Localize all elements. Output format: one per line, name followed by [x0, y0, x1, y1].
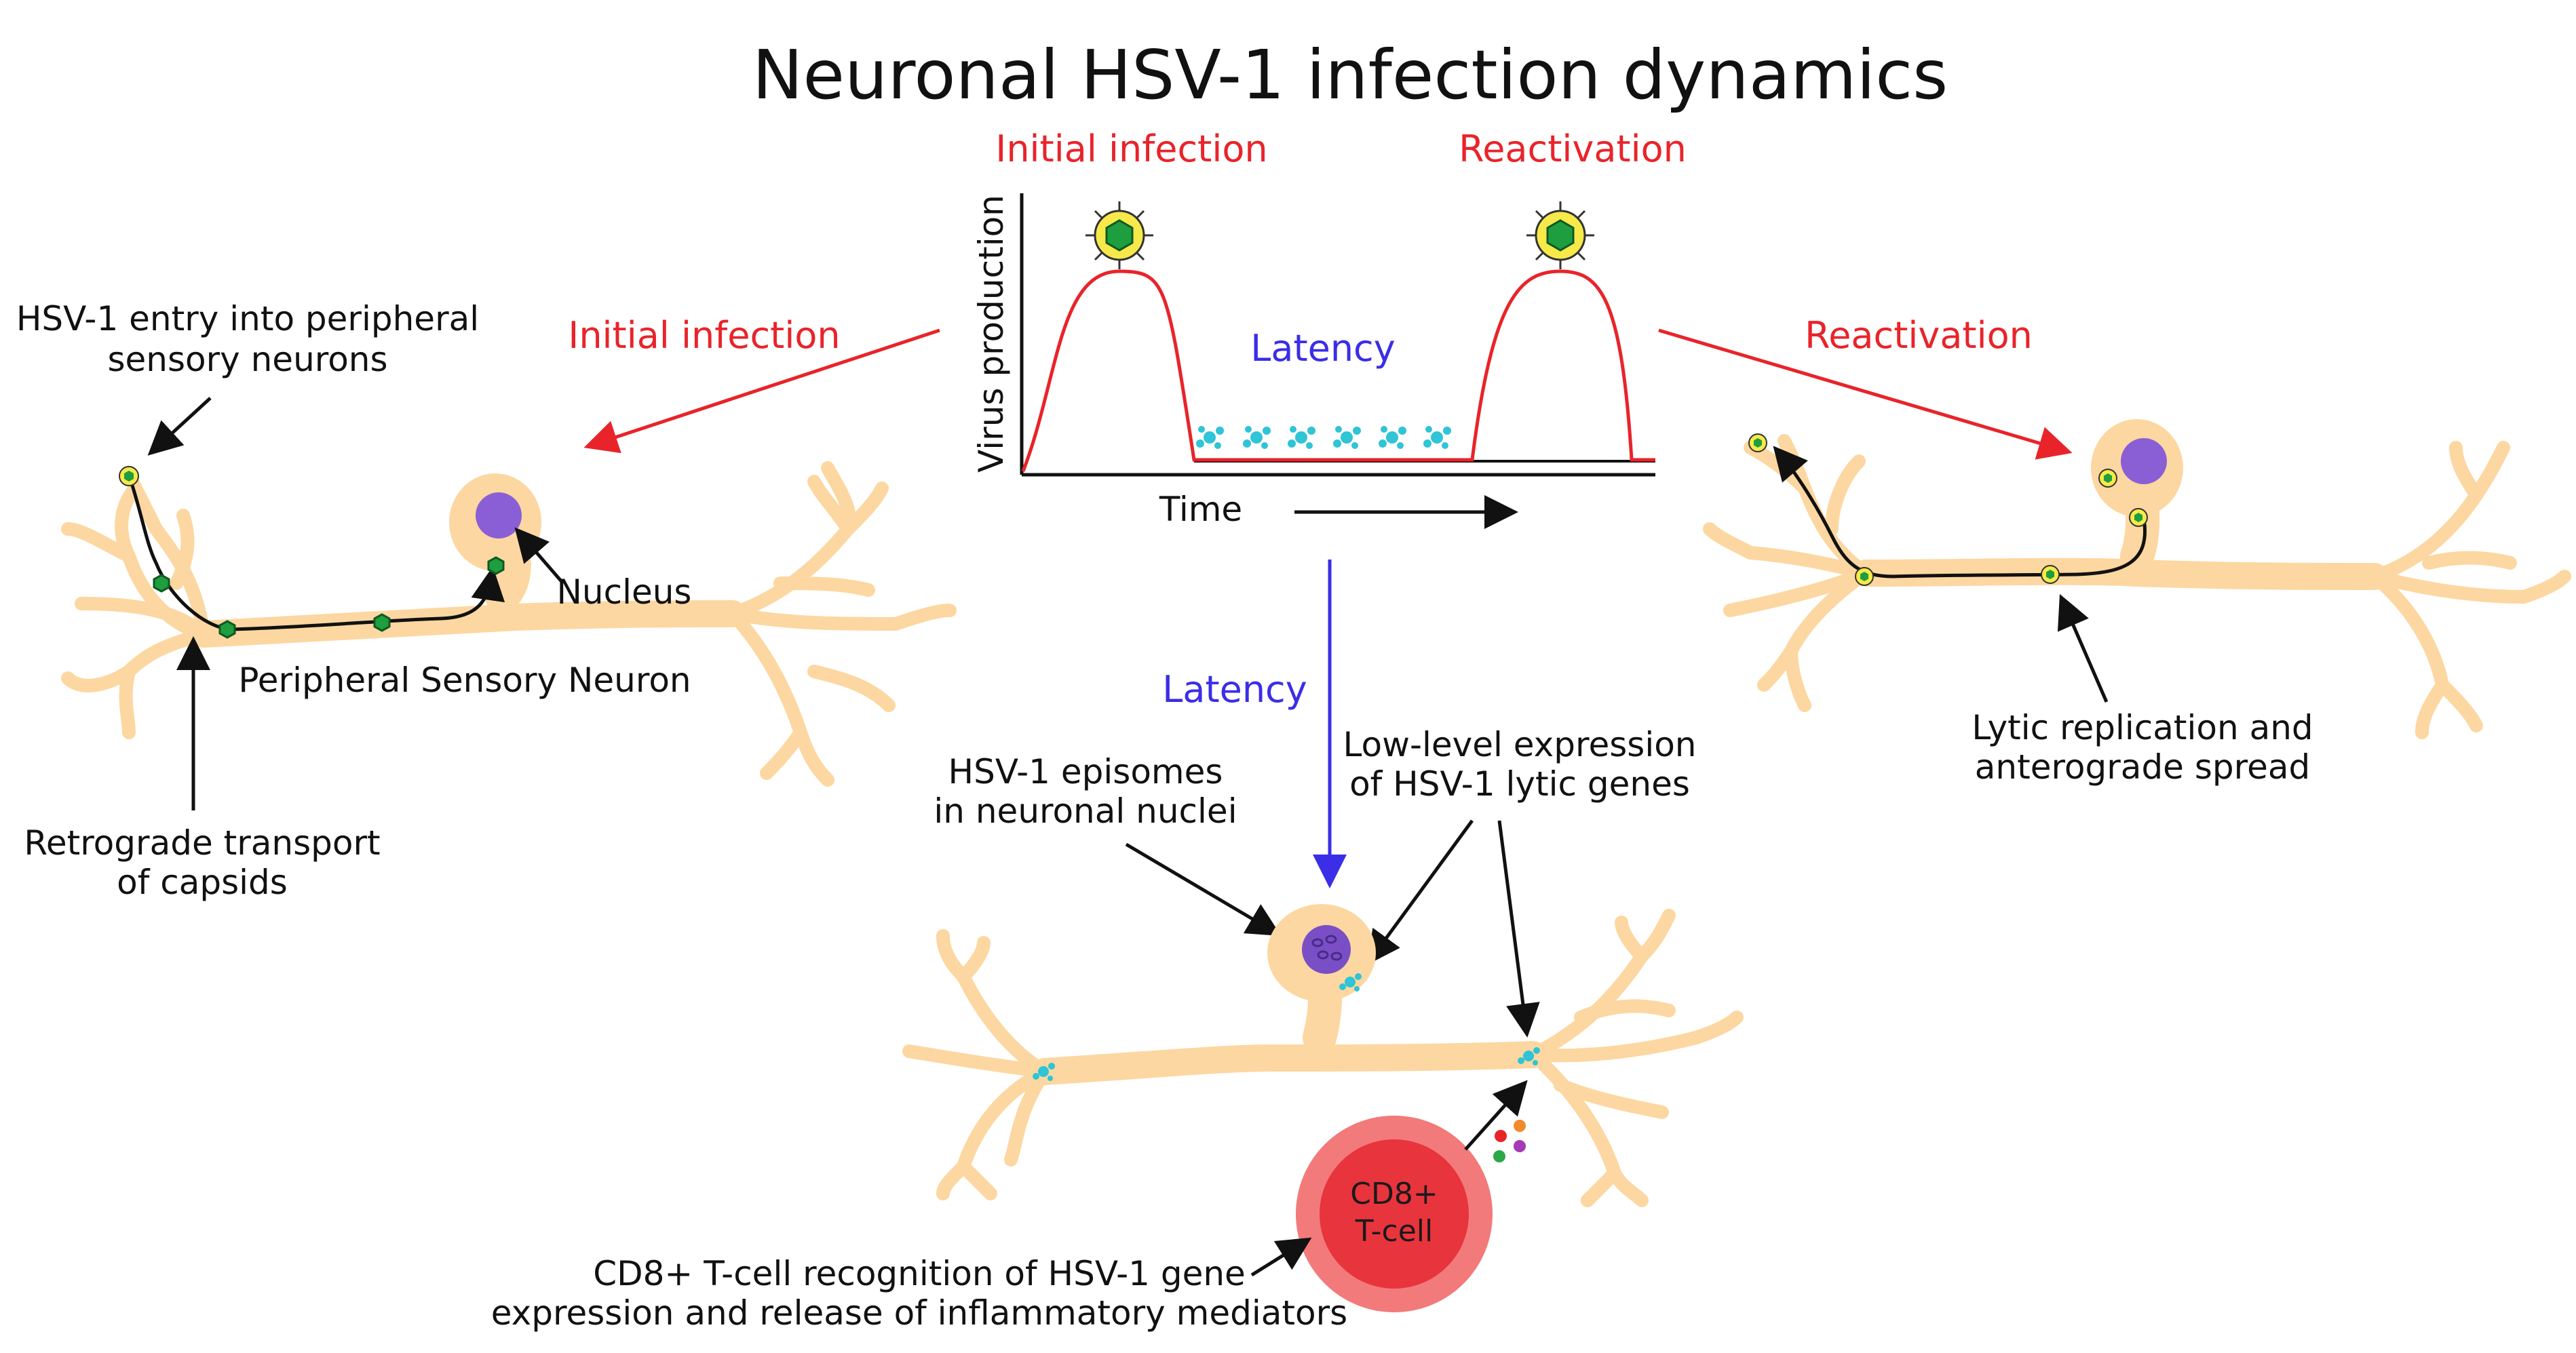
entry-pointer-arrow: [147, 397, 212, 456]
bottom-neuron-nucleus: [1302, 925, 1351, 974]
virion-icon: [1085, 201, 1153, 269]
lytic-pointer-arrow: [2057, 593, 2109, 703]
graph-phase-initial-label: Initial infection: [995, 128, 1267, 170]
t-cell-label-line2: T-cell: [1355, 1214, 1433, 1249]
lowlevel-pointer-arrow-axon: [1497, 820, 1540, 1038]
initial-infection-arrow: [583, 328, 940, 454]
entry-label-line1: HSV-1 entry into peripheral: [16, 299, 479, 338]
episome-icon: [1339, 973, 1362, 992]
reactivation-arrow-label: Reactivation: [1805, 314, 2033, 357]
neuron-label: Peripheral Sensory Neuron: [238, 661, 691, 700]
capsid-icon: [487, 556, 505, 575]
nucleus-pointer-arrow: [514, 527, 564, 585]
retrograde-label-line1: Retrograde transport: [24, 823, 380, 863]
episome-icon: [1518, 1047, 1540, 1065]
bottom-neuron: [902, 904, 1744, 1207]
latent-episome-icons: [1196, 426, 1451, 449]
anterograde-transport-path: [1773, 446, 2147, 579]
virion-icon: [2041, 565, 2060, 584]
graph-x-axis-label: Time: [1159, 490, 1242, 529]
virion-icon: [119, 466, 139, 486]
graph-phase-reactivation-label: Reactivation: [1459, 128, 1687, 170]
episome-pointer-arrow: [1125, 842, 1282, 937]
recognition-label-line2: expression and release of inflammatory m…: [491, 1293, 1347, 1333]
episome-label-line2: in neuronal nuclei: [934, 791, 1237, 831]
right-neuron-nucleus: [2121, 438, 2167, 484]
lytic-label-line2: anterograde spread: [1975, 747, 2310, 787]
episome-icon: [1033, 1063, 1055, 1081]
reactivation-arrow: [1658, 328, 2073, 460]
episome-icon: [1333, 426, 1361, 449]
initial-infection-arrow-label: Initial infection: [568, 314, 840, 357]
t-cell-inner: [1320, 1139, 1469, 1289]
episome-icon: [1243, 426, 1271, 449]
lowlevel-pointer-arrow-soma: [1366, 819, 1474, 966]
virion-icon: [1526, 201, 1594, 269]
virion-icon: [1748, 433, 1767, 452]
cd8-t-cell: CD8+ T-cell: [1296, 1116, 1493, 1312]
graph-y-axis-label: Virus production: [972, 195, 1011, 473]
latency-arrow-label: Latency: [1162, 668, 1307, 711]
episome-icon: [1423, 426, 1451, 449]
t-cell-label-line1: CD8+: [1350, 1177, 1438, 1211]
left-neuron: [61, 461, 957, 787]
graph-latency-label: Latency: [1250, 327, 1395, 370]
virion-icon: [1855, 567, 1874, 586]
nucleus-label: Nucleus: [557, 572, 692, 612]
t-cell-target-arrow: [1464, 1080, 1528, 1151]
retrograde-transport-path: [127, 474, 505, 631]
inflammatory-mediators: [1493, 1120, 1526, 1162]
lowlevel-label-line1: Low-level expression: [1343, 725, 1697, 764]
episome-label-line1: HSV-1 episomes: [948, 752, 1223, 791]
nuclear-episomes: [1311, 935, 1343, 961]
virus-production-graph: Initial infection Reactivation Virus pro…: [972, 128, 1687, 529]
recognition-pointer-arrow: [1250, 1237, 1312, 1277]
virion-icon: [2129, 508, 2148, 527]
episome-icon: [1196, 426, 1224, 449]
diagram-title: Neuronal HSV-1 infection dynamics: [752, 35, 1948, 115]
left-neuron-nucleus: [476, 492, 522, 538]
lytic-label-line1: Lytic replication and: [1972, 708, 2313, 747]
capsid-icon: [218, 620, 236, 639]
virion-icon: [2098, 469, 2117, 488]
recognition-label-line1: CD8+ T-cell recognition of HSV-1 gene: [593, 1254, 1246, 1293]
virus-production-curve: [1021, 269, 1655, 472]
episome-icon: [1379, 426, 1406, 449]
lowlevel-label-line2: of HSV-1 lytic genes: [1349, 764, 1690, 804]
entry-label-line2: sensory neurons: [107, 340, 387, 379]
capsid-icon: [153, 574, 170, 593]
right-neuron: [1703, 419, 2571, 739]
episome-icon: [1288, 426, 1315, 449]
retrograde-label-line2: of capsids: [117, 863, 288, 902]
capsid-icon: [373, 613, 391, 632]
